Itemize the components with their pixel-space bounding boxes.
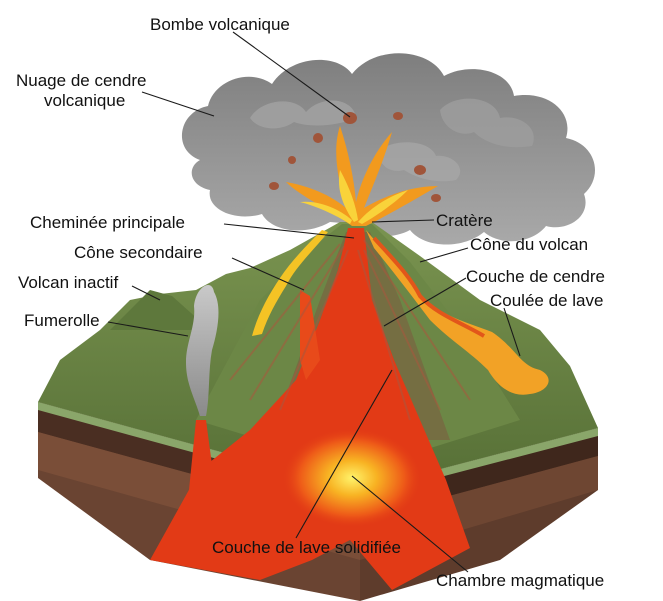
- leader-bombe: [232, 31, 351, 118]
- labels: Bombe volcanique Nuage de cendre volcani…: [16, 15, 605, 590]
- eruption-fountain: [286, 126, 438, 226]
- label-couche-de-cendre: Couche de cendre: [466, 267, 605, 286]
- label-couche-lave-solidifiee: Couche de lave solidifiée: [212, 538, 401, 557]
- volcanic-bombs: [269, 112, 441, 202]
- leader-cone-volcan: [419, 247, 469, 263]
- label-cone-secondaire: Cône secondaire: [74, 243, 203, 262]
- label-chambre-magmatique: Chambre magmatique: [436, 571, 604, 590]
- leader-cheminee: [223, 223, 355, 239]
- leader-couche-cendre: [383, 277, 467, 327]
- label-volcan-inactif: Volcan inactif: [18, 273, 118, 292]
- inactive-volcano: [110, 290, 210, 330]
- ash-cloud: [181, 53, 596, 245]
- leader-nuage: [141, 91, 215, 117]
- label-cheminee-principale: Cheminée principale: [30, 213, 185, 232]
- lava-flows: [252, 230, 549, 395]
- leader-cone-secondaire: [231, 257, 305, 291]
- label-cratere: Cratère: [436, 211, 493, 230]
- magma-system: [150, 228, 471, 590]
- leader-lave-solidifiee: [295, 369, 393, 539]
- label-fumerolle: Fumerolle: [24, 311, 100, 330]
- leader-cratere: [371, 219, 435, 223]
- leader-coulee: [503, 307, 521, 357]
- label-nuage-line1: Nuage de cendre: [16, 71, 146, 90]
- fumarole-smoke: [186, 284, 219, 416]
- label-coulee-de-lave: Coulée de lave: [490, 291, 603, 310]
- leader-volcan-inactif: [131, 285, 161, 301]
- leader-lines: [107, 31, 521, 573]
- label-nuage-line2: volcanique: [44, 91, 125, 110]
- leader-chambre: [351, 475, 469, 573]
- leader-fumerolle: [107, 321, 189, 337]
- label-cone-du-volcan: Cône du volcan: [470, 235, 588, 254]
- label-bombe-volcanique: Bombe volcanique: [150, 15, 290, 34]
